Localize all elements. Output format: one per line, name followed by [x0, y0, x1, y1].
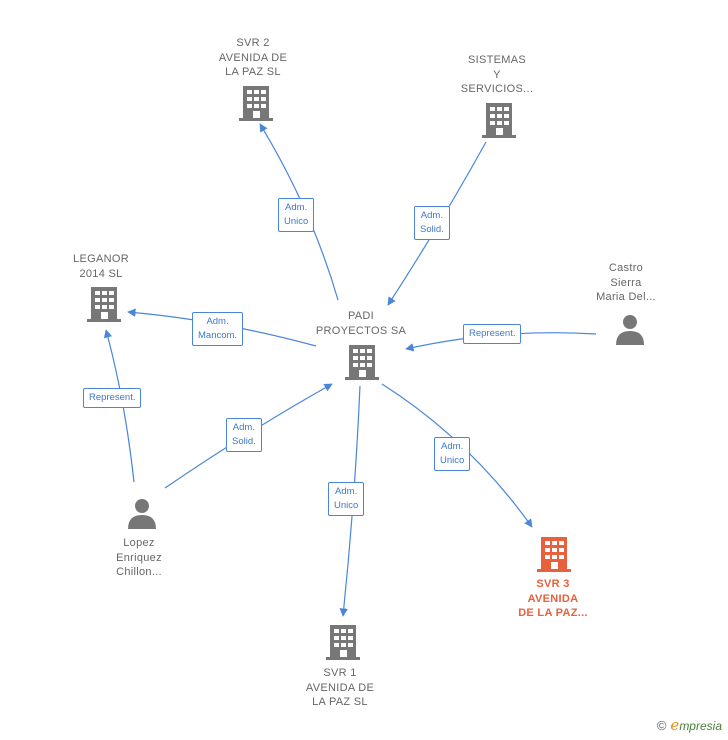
node-label-line: 2014 SL — [79, 267, 123, 280]
building-icon[interactable] — [345, 344, 379, 380]
brand-rest: mpresia — [679, 719, 722, 733]
node-label-line: AVENIDA — [527, 592, 579, 605]
node-label-line: Sierra — [610, 276, 642, 289]
node-label-line: DE LA PAZ... — [518, 607, 588, 619]
node-label-leganor[interactable]: LEGANOR 2014 SL — [36, 252, 166, 281]
brand-logo: © empresia — [657, 716, 722, 734]
edge-label-line: Adm. — [335, 486, 358, 497]
node-label-svr3[interactable]: SVR 3 AVENIDA DE LA PAZ... — [488, 577, 618, 621]
node-label-line: AVENIDA DE — [305, 681, 375, 694]
node-label-line: SERVICIOS... — [460, 83, 534, 95]
edge-label-line: Adm. — [206, 316, 229, 327]
brand-initial: e — [670, 716, 680, 734]
node-label-svr2[interactable]: SVR 2 AVENIDA DE LA PAZ SL — [188, 36, 318, 80]
edge-label-sistemas-padi[interactable]: Adm. Solid. — [414, 206, 450, 240]
node-label-lopez[interactable]: Lopez Enriquez Chillon... — [74, 536, 204, 580]
brand-wordmark: empresia — [670, 716, 722, 734]
node-label-line: LA PAZ SL — [312, 696, 368, 708]
node-label-line: Chillon... — [116, 566, 162, 578]
edge-label-line: Solid. — [232, 436, 256, 447]
person-icon[interactable] — [126, 497, 158, 529]
node-label-line: SISTEMAS — [467, 54, 527, 66]
node-label-line: Maria Del... — [596, 291, 656, 303]
edge-label-padi-svr3[interactable]: Adm. Unico — [434, 437, 471, 471]
edge-label-line: Adm. — [285, 202, 308, 213]
edge-label-line: Solid. — [420, 224, 444, 235]
edge-label-padi-leganor[interactable]: Adm. Mancom. — [192, 312, 244, 346]
building-icon[interactable] — [326, 624, 360, 660]
person-icon[interactable] — [614, 313, 646, 345]
node-label-line: LEGANOR — [73, 253, 129, 265]
edge-label-line: Adm. — [420, 210, 443, 221]
building-icon[interactable] — [239, 85, 273, 121]
edge-label-line: Unico — [440, 455, 465, 466]
edge-label-padi-svr1[interactable]: Adm. Unico — [328, 482, 365, 516]
edge-label-line: Adm. — [441, 441, 464, 452]
edge-label-lopez-padi[interactable]: Adm. Solid. — [226, 418, 262, 452]
node-label-padi[interactable]: PADI PROYECTOS SA — [296, 309, 426, 338]
node-label-castro[interactable]: Castro Sierra Maria Del... — [561, 261, 691, 305]
node-label-line: Enriquez — [116, 551, 162, 564]
edge-label-lopez-leganor[interactable]: Represent. — [83, 388, 142, 408]
edge-label-line: Unico — [284, 216, 309, 227]
node-label-line: Y — [493, 68, 501, 81]
edge-label-line: Mancom. — [198, 330, 238, 341]
building-icon[interactable] — [537, 536, 571, 572]
node-label-line: LA PAZ SL — [225, 66, 281, 78]
edge-label-line: Represent. — [89, 392, 136, 403]
node-label-line: PROYECTOS SA — [315, 324, 407, 337]
node-label-line: Castro — [608, 262, 644, 274]
node-label-sistemas[interactable]: SISTEMAS Y SERVICIOS... — [432, 53, 562, 97]
node-label-line: PADI — [347, 310, 375, 322]
node-label-line: SVR 2 — [236, 37, 270, 49]
copyright-symbol: © — [656, 717, 667, 733]
node-label-line: SVR 3 — [536, 578, 570, 590]
edge-label-line: Adm. — [232, 422, 255, 433]
edge-label-padi-svr2[interactable]: Adm. Unico — [278, 198, 315, 232]
edge-label-castro-padi[interactable]: Represent. — [463, 324, 522, 344]
building-icon[interactable] — [482, 102, 516, 138]
edge-label-line: Represent. — [469, 328, 516, 339]
node-label-line: Lopez — [123, 537, 155, 549]
node-label-line: SVR 1 — [323, 667, 357, 679]
node-label-svr1[interactable]: SVR 1 AVENIDA DE LA PAZ SL — [275, 666, 405, 710]
node-label-line: AVENIDA DE — [218, 51, 288, 64]
edge-label-line: Unico — [334, 500, 359, 511]
building-icon[interactable] — [87, 286, 121, 322]
